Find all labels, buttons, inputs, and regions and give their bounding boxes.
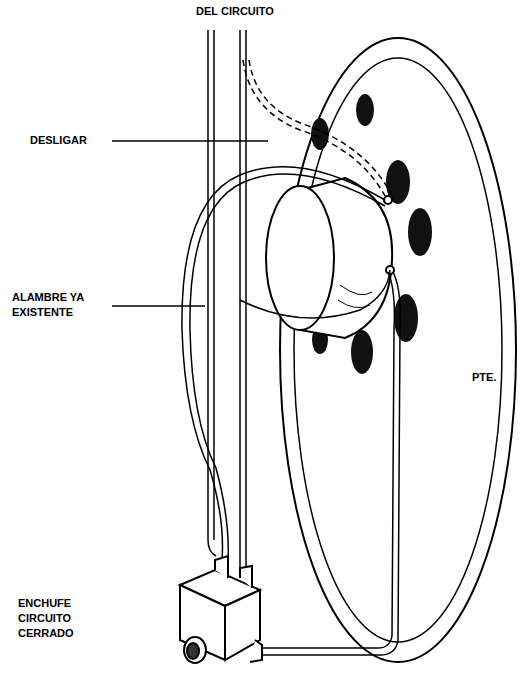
wire-label: ALAMBRE YA EXISTENTE [12,290,108,320]
disconnect-label: DESLIGAR [30,133,110,148]
speaker-label: PTE. [472,370,516,385]
leader-line [112,140,268,142]
loop-wire [182,167,385,560]
leader-line [112,305,205,307]
circuit-label: DEL CIRCUITO [170,4,300,19]
magnet-face [266,186,334,330]
disconnected-wire [249,60,391,194]
speaker-wire [240,270,390,318]
jack-socket [180,556,262,663]
circuit-wires [208,30,246,575]
loop-wire [190,174,385,560]
jack-wire [262,272,400,655]
magnet-shading [338,285,372,308]
jack-label: ENCHUFE CIRCUITO CERRADO [18,596,118,641]
jack-wire [262,272,394,648]
terminal [384,196,392,204]
